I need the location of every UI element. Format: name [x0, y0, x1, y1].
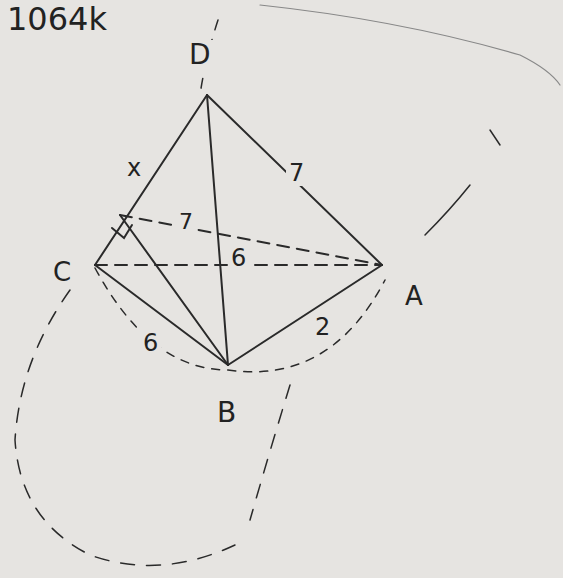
edge-length: x	[124, 155, 144, 181]
vertex-label: C	[50, 258, 74, 286]
heading-note: 1064k	[4, 2, 110, 36]
edge-length: 7	[286, 160, 307, 186]
edge-length: 7	[176, 210, 196, 234]
vertex-label: D	[186, 40, 214, 70]
edge-length: 2	[312, 314, 333, 340]
edge-length: 6	[140, 330, 161, 356]
edge-length: 6	[228, 245, 249, 271]
vertex-label: A	[402, 282, 426, 310]
vertex-label: B	[214, 398, 239, 428]
